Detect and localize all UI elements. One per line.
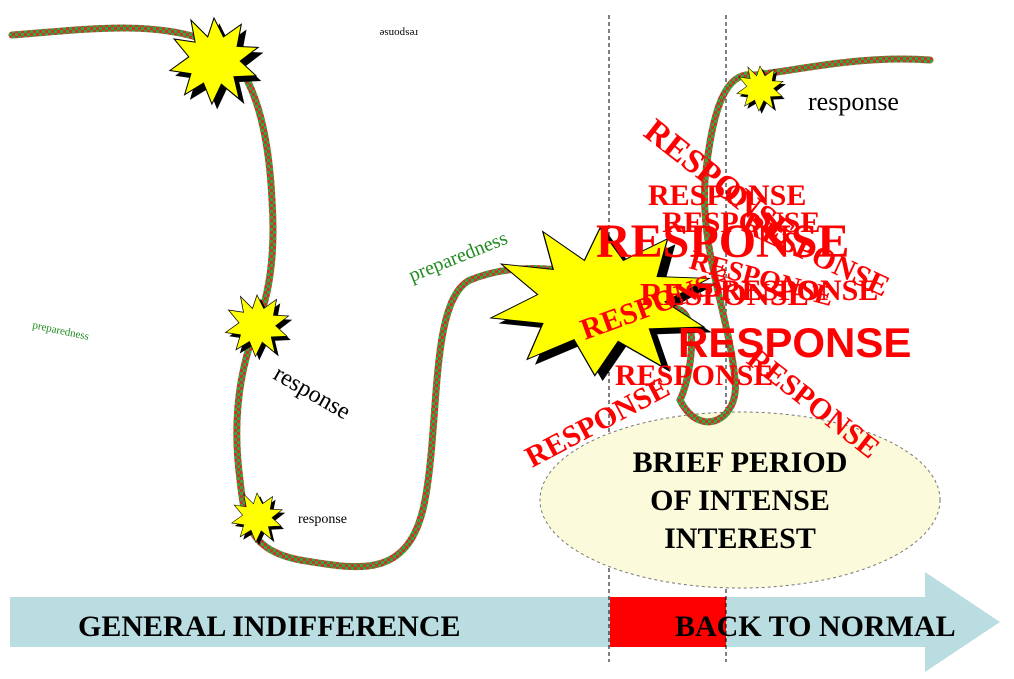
preparedness-label: preparedness <box>406 227 511 287</box>
attention-path <box>8 24 934 571</box>
response-label-mid: response <box>269 361 355 426</box>
response-word: RESPONSE <box>720 274 878 307</box>
general-indifference-label: GENERAL INDIFFERENCE <box>78 610 461 643</box>
highlight-bar <box>610 597 726 647</box>
response-word: RESPONSE <box>615 359 773 392</box>
brief-period-line-1: BRIEF PERIOD <box>633 446 848 479</box>
response-label-upside: response <box>379 27 418 39</box>
response-word: RESPONSE <box>596 215 849 268</box>
back-to-normal-label: BACK TO NORMAL <box>675 610 956 643</box>
brief-period-line-3: INTEREST <box>664 522 816 555</box>
response-label-small: response <box>298 512 347 527</box>
response-word: RESPONSE <box>662 206 820 239</box>
preparedness-small-label: preparedness <box>31 319 90 343</box>
explosion-icon <box>225 294 293 361</box>
brief-period-line-2: OF INTENSE <box>650 484 830 517</box>
brief-period-ellipse <box>539 411 941 589</box>
response-word: RESPONSE <box>678 319 911 366</box>
timeline-arrow <box>10 572 1000 672</box>
response-label-top: response <box>808 87 899 116</box>
response-word: RESPONSE <box>640 276 809 312</box>
response-word: RESPONSE <box>648 179 806 212</box>
